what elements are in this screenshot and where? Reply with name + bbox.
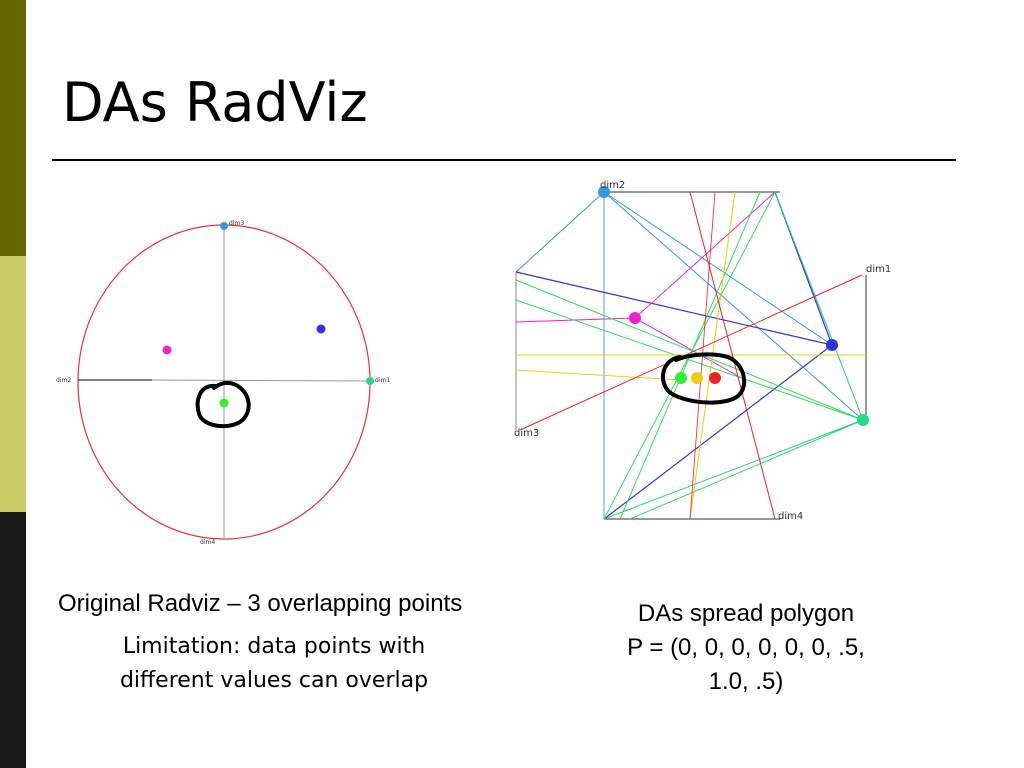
anchor-magenta [629,312,641,324]
sidebar-decoration [0,0,26,768]
cyan-line [515,191,605,273]
limitation-line-2: different values can overlap [119,668,429,693]
das-spread-polygon: dim2 dim1 dim3 dim4 [514,180,891,522]
teal-line [603,419,864,520]
label-dim3: dim3 [229,220,244,227]
teal-line [774,191,864,421]
red-line [689,191,776,520]
label-dim3: dim3 [514,428,539,439]
green-line [515,279,864,421]
magenta-line [634,317,746,381]
point-green [675,372,687,384]
label-dim4: dim4 [778,511,803,522]
sidebar-dark-block [0,512,26,768]
label-dim4: dim4 [200,539,215,546]
label-dim1: dim1 [375,377,390,384]
overlap-highlight-circle [195,380,251,429]
original-radviz-caption: Original Radviz – 3 overlapping points [58,590,463,617]
blue-line [515,271,833,346]
das-polygon-caption: DAs spread polygon P = (0, 0, 0, 0, 0, 0… [596,597,896,699]
point-red [709,372,721,384]
das-caption-line-3: 1.0, .5) [708,668,784,695]
label-dim2: dim2 [600,180,625,191]
original-radviz: dim3 dim1 dim2 dim4 [56,220,390,546]
anchor-dim1 [366,377,374,385]
label-dim2: dim2 [56,377,71,384]
point-magenta [162,345,172,355]
anchor-teal [857,414,869,426]
red-line [519,274,863,431]
limitation-line-1: Limitation: data points with [122,634,426,659]
yellow-line [515,369,681,381]
cyan-line [603,191,833,346]
green-line [515,299,864,421]
cyan-line [603,191,864,421]
point-yellow [691,372,703,384]
point-blue [316,324,326,334]
das-caption-line-2: P = (0, 0, 0, 0, 0, 0, .5, [627,634,865,661]
green-line [629,419,864,520]
overlap-highlight-circle [661,352,747,405]
magenta-line [515,317,636,323]
magenta-line [634,191,776,319]
limitation-text: Limitation: data points with different v… [84,630,464,698]
anchor-dim2 [598,186,610,198]
horizontal-axis [151,379,371,382]
anchor-dim3 [220,222,228,230]
sidebar-olive-block [0,0,26,256]
label-dim1: dim1 [866,264,891,275]
das-caption-line-1: DAs spread polygon [637,600,855,627]
anchor-blue [826,339,838,351]
slide-title: DAs RadViz [62,71,368,134]
point-green [219,398,229,408]
blue-line [603,344,833,520]
title-underline [52,159,956,161]
sidebar-lime-block [0,256,26,512]
